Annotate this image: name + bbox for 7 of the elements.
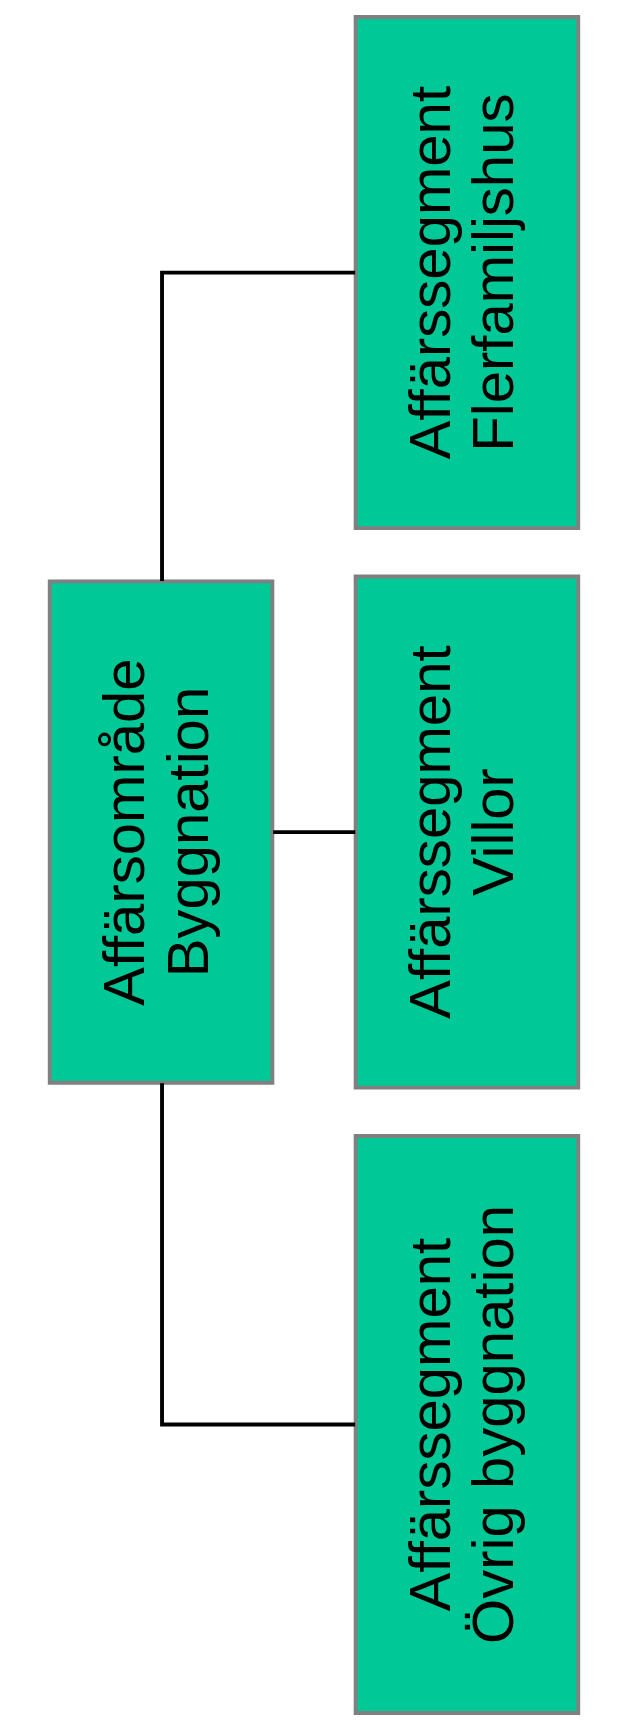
node-box: Affärsområde Byggnation xyxy=(47,579,275,1085)
connector xyxy=(160,270,356,581)
connector xyxy=(160,1083,356,1427)
node-box: Affärssegment Flerfamiljshus xyxy=(353,15,581,531)
node-box: Affärssegment Villor xyxy=(353,574,581,1090)
node-box: Affärssegment Övrig byggnation xyxy=(353,1134,581,1715)
connector xyxy=(273,830,356,835)
